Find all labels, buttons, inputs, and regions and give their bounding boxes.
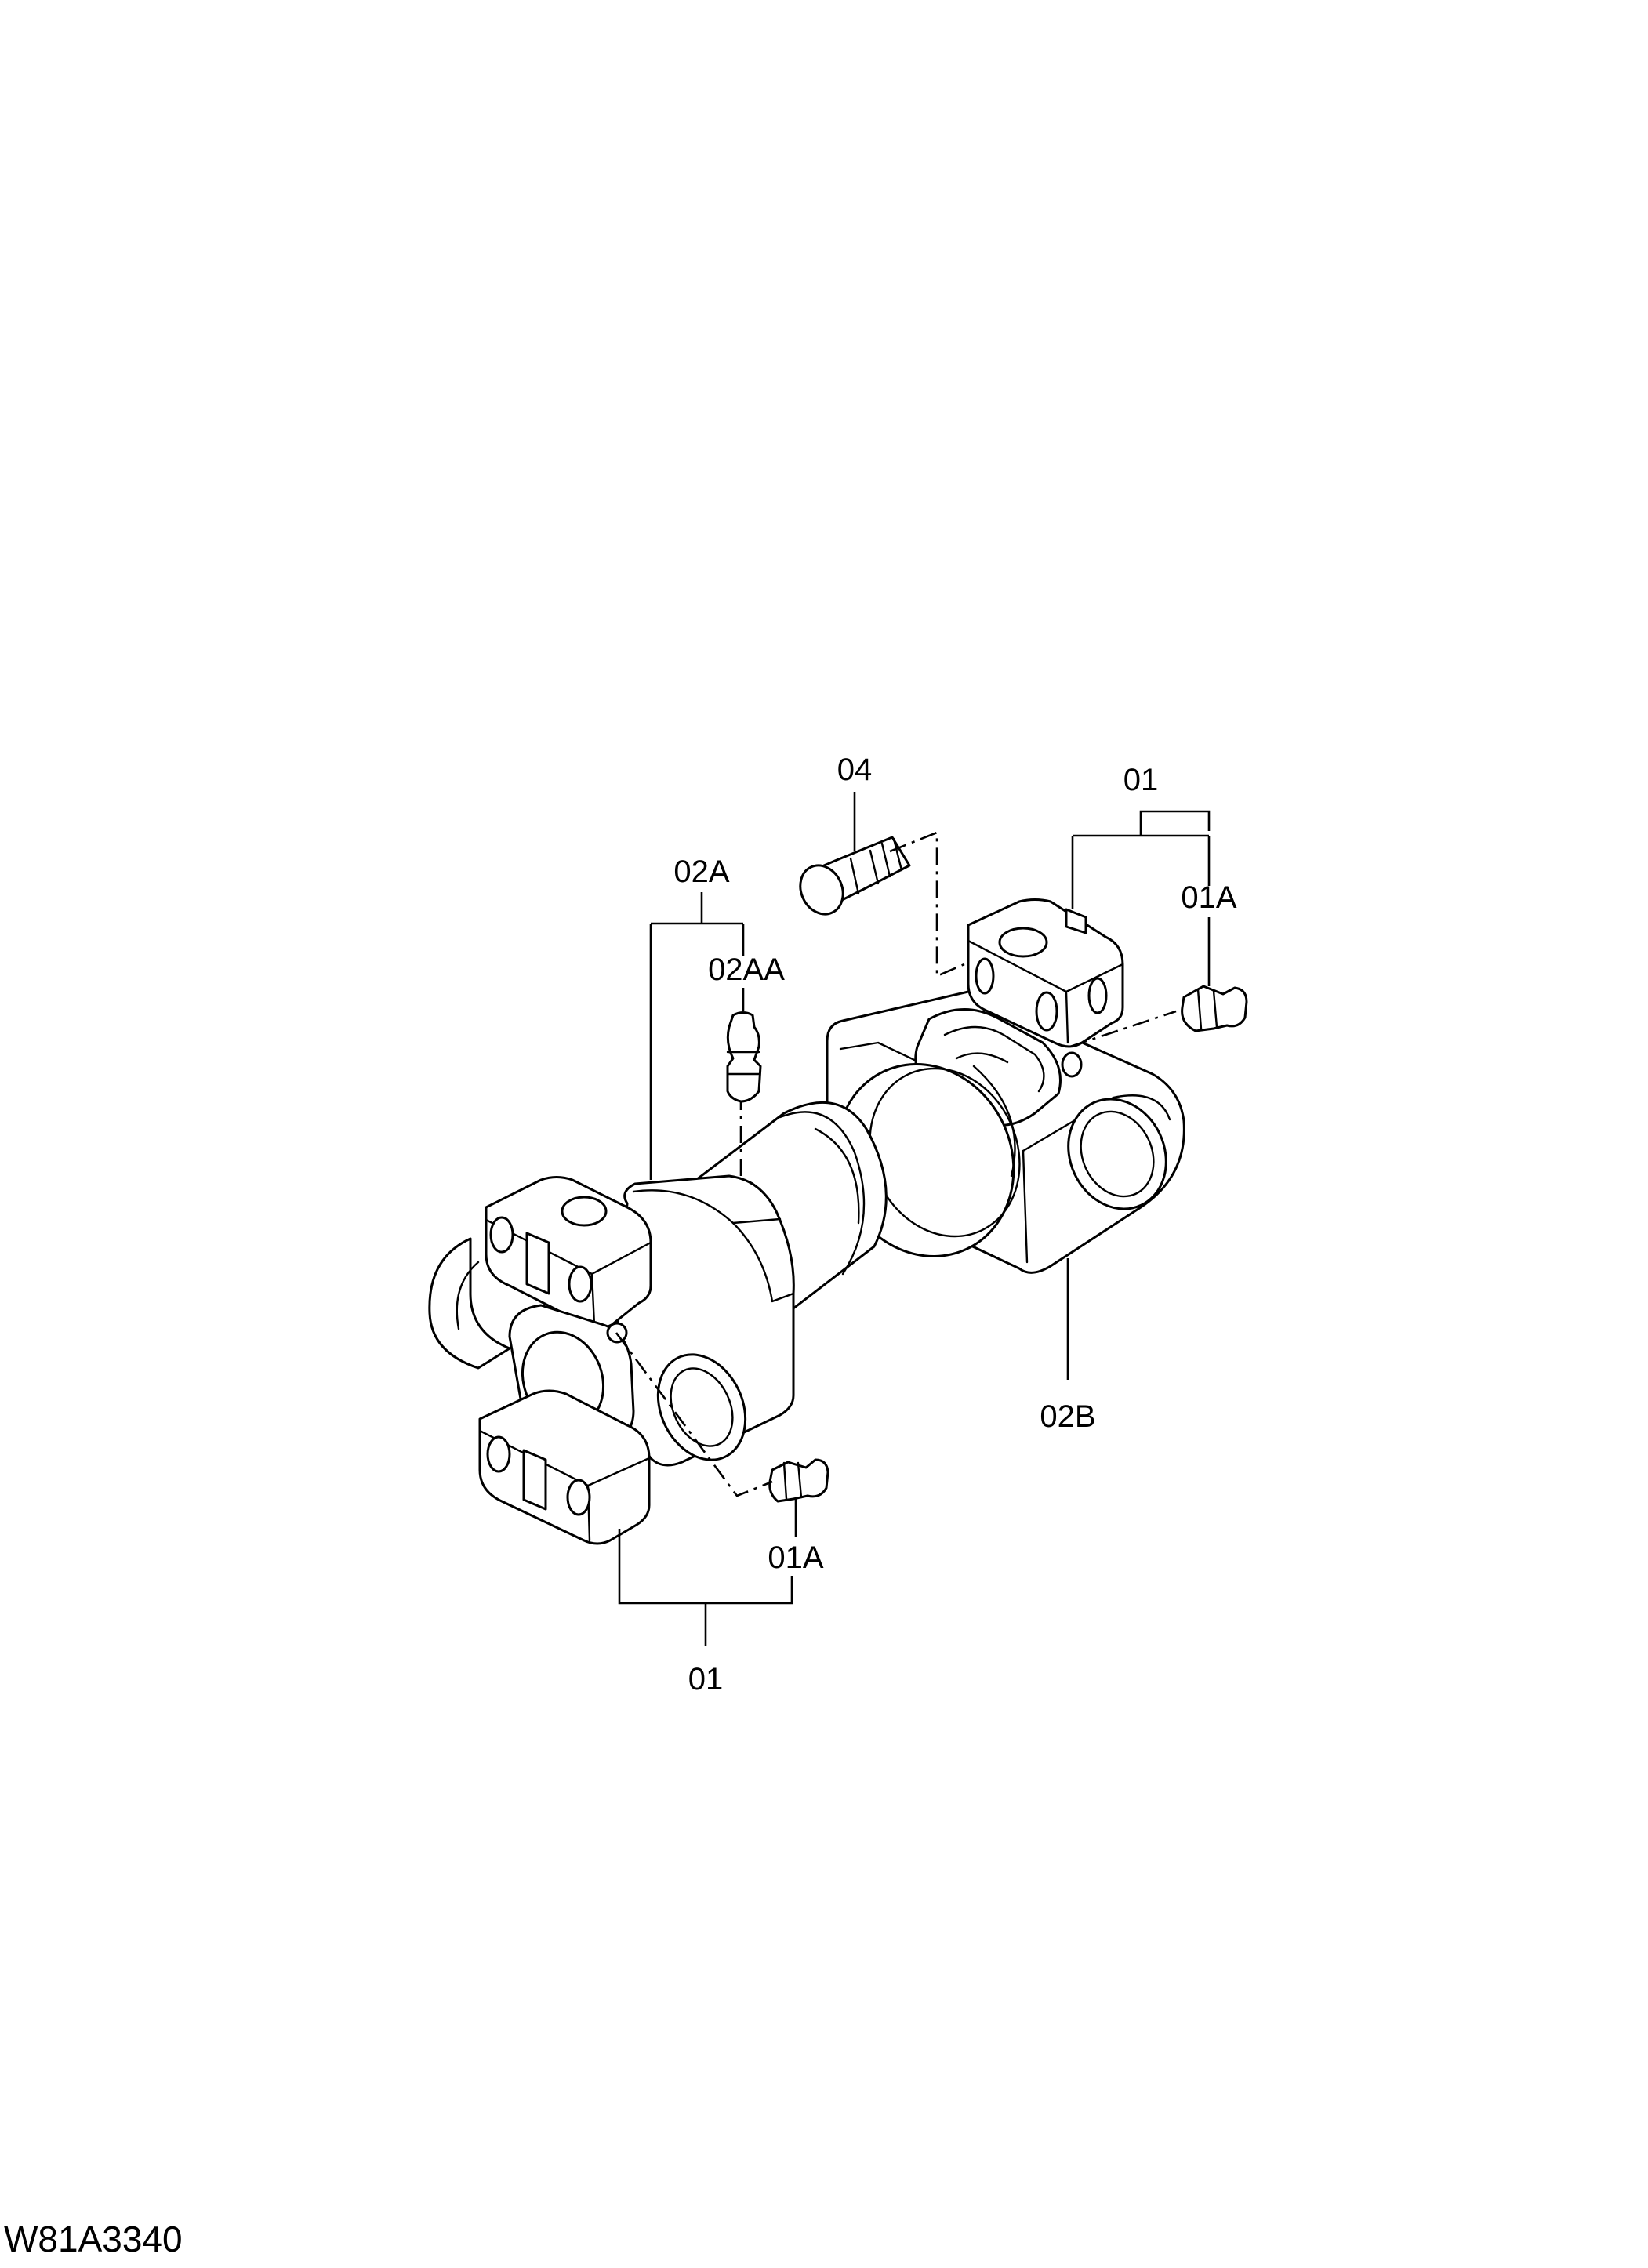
bolt-04 xyxy=(799,836,911,916)
drive-shaft-drawing xyxy=(428,831,1248,1545)
left-top-bearing-block xyxy=(485,1176,652,1330)
callout-02B: 02B xyxy=(1040,1399,1095,1434)
grease-nipple-02AA xyxy=(726,1011,762,1103)
callout-04: 04 xyxy=(837,753,873,787)
callout-01-bottom: 01 xyxy=(688,1662,724,1696)
left-yoke xyxy=(610,1174,795,1467)
callout-leaders xyxy=(618,792,1211,1646)
callout-labels: 04 01 01A 02A 02AA 02B 01A 01 xyxy=(673,753,1236,1696)
callout-01-top: 01 xyxy=(1123,763,1159,797)
grease-nipple-right xyxy=(1181,985,1248,1032)
left-bottom-bearing-block xyxy=(478,1389,651,1545)
callout-01A-bottom: 01A xyxy=(768,1540,823,1575)
callout-02AA: 02AA xyxy=(708,953,785,987)
drawing-code: W81A3340 xyxy=(4,2219,183,2259)
callout-02A: 02A xyxy=(673,855,729,889)
grease-nipple-bottom xyxy=(768,1458,829,1503)
right-bearing-block xyxy=(967,898,1124,1048)
left-outer-ear xyxy=(428,1237,511,1370)
callout-01A-right: 01A xyxy=(1181,880,1236,915)
